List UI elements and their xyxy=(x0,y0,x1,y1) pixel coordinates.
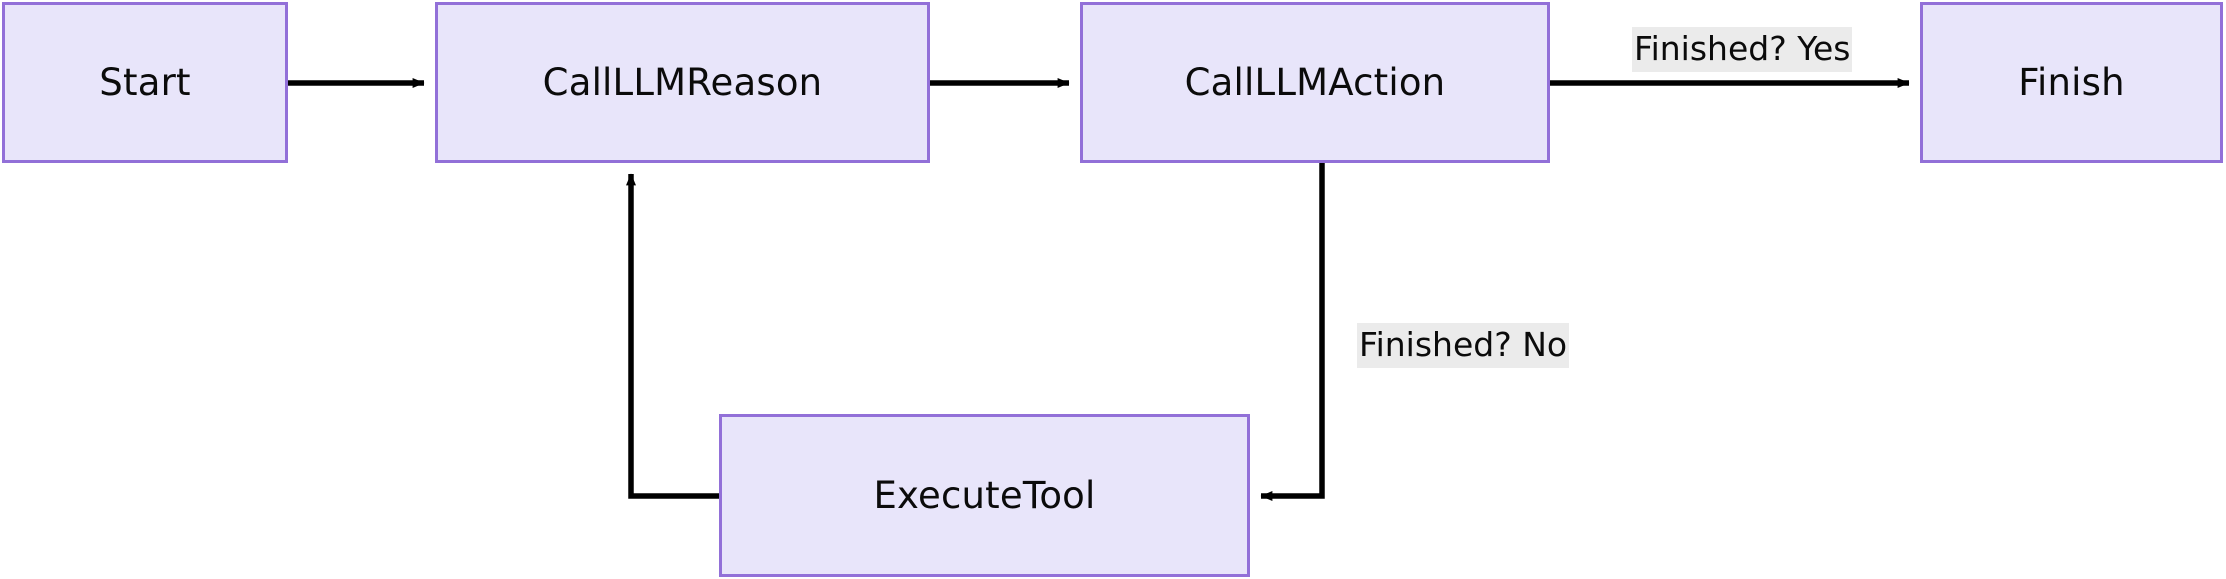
edge-callllmaction-to-executetool xyxy=(1260,163,1325,501)
node-finish-label: Finish xyxy=(2018,61,2125,104)
edge-label-finished-no: Finished? No xyxy=(1357,323,1570,368)
node-finish[interactable]: Finish xyxy=(1920,2,2223,163)
node-start-label: Start xyxy=(99,61,191,104)
edge-label-finished-yes: Finished? Yes xyxy=(1632,27,1853,72)
node-callllmreason-label: CallLLMReason xyxy=(542,61,823,104)
node-start[interactable]: Start xyxy=(2,2,288,163)
node-executetool-label: ExecuteTool xyxy=(873,474,1096,517)
node-callllmaction-label: CallLLMAction xyxy=(1184,61,1446,104)
edge-executetool-to-callllmreason xyxy=(626,173,719,499)
node-callllmreason[interactable]: CallLLMReason xyxy=(435,2,930,163)
node-callllmaction[interactable]: CallLLMAction xyxy=(1080,2,1550,163)
node-executetool[interactable]: ExecuteTool xyxy=(719,414,1250,577)
